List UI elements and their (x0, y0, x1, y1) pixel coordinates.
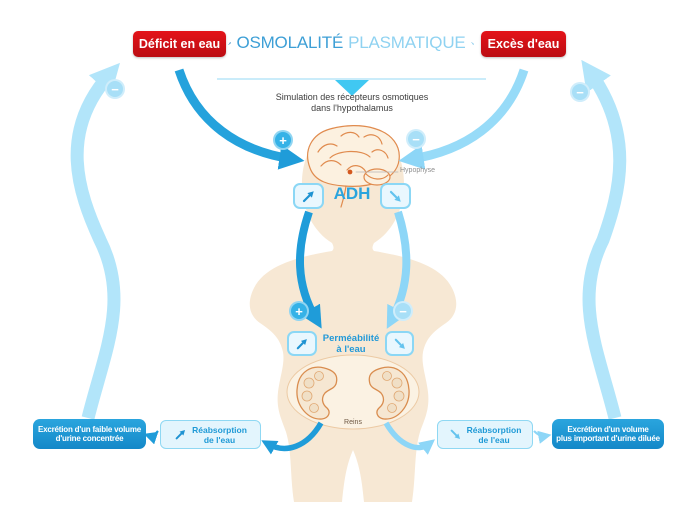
caption-line-2: dans l'hypothalamus (311, 103, 393, 113)
arrow-down-right-icon (389, 190, 401, 202)
hypophyse-label: Hypophyse (400, 167, 436, 174)
adh-label: ADH (333, 184, 371, 203)
minus-badge-feedback-right: − (570, 82, 590, 102)
kidneys-illustration (286, 354, 420, 430)
excretion-right-line-2: plus important d'urine diluée (556, 434, 660, 443)
permeability-decrease-box (385, 331, 414, 356)
hypophyse-dot (347, 169, 353, 175)
reabsorption-left-line-1: Réabsorption (192, 424, 247, 435)
permeability-line-1: Perméabilité (322, 333, 380, 344)
reabsorption-to-excretion-right-arrow (533, 430, 552, 444)
minus-badge-osmoreceptor-right: − (406, 129, 426, 149)
arrow-down-right-icon (450, 429, 460, 440)
reabsorption-right-line-1: Réabsorption (466, 424, 522, 435)
excretion-diluted-box: Excrétion d'un volume plus important d'u… (552, 419, 664, 449)
title-down-triangle (335, 80, 369, 96)
water-deficit-box: Déficit en eau (133, 31, 226, 57)
permeability-line-2: à l'eau (336, 344, 366, 355)
adh-to-permeability-left-arrow (295, 210, 322, 329)
excretion-left-line-1: Excrétion d'un faible volume (38, 424, 141, 434)
excretion-left-line-2: d'urine concentrée (55, 434, 124, 443)
plus-badge-osmoreceptor-left: + (273, 130, 293, 150)
reabsorption-right-box: Réabsorption de l'eau (437, 420, 533, 449)
permeability-label: Perméabilité à l'eau (315, 333, 387, 355)
minus-badge-permeability-right: − (393, 301, 413, 321)
excretion-right-line-1: Excrétion d'un volume (567, 424, 649, 434)
feedback-loop-right-arrow (581, 59, 627, 420)
water-excess-box: Excès d'eau (481, 31, 566, 57)
reabsorption-left-box: Réabsorption de l'eau (160, 420, 261, 449)
title-word-plasmatique: PLASMATIQUE (348, 33, 466, 52)
osmoreceptor-caption: Simulation des récepteurs osmotiques dan… (247, 92, 457, 114)
arrow-up-right-icon (302, 190, 314, 202)
caption-line-1: Simulation des récepteurs osmotiques (275, 92, 429, 102)
stimulation-arrow-left (174, 68, 305, 170)
brain-illustration (307, 125, 400, 208)
trend-up-icon (228, 41, 231, 45)
minus-badge-feedback-left: − (105, 79, 125, 99)
plasma-osmolality-title: OSMOLALITÉ PLASMATIQUE (228, 28, 474, 58)
kidneys-label: Reins (344, 419, 362, 426)
arrow-down-right-icon (394, 338, 405, 349)
arrow-up-right-icon (296, 338, 307, 349)
kidney-to-reabsorption-right-arrow (383, 421, 436, 455)
adh-decrease-box (380, 183, 411, 209)
kidney-to-reabsorption-left-arrow (261, 421, 324, 455)
flow-arrows (70, 59, 627, 455)
reabsorption-right-line-2: de l'eau (478, 434, 510, 445)
title-word-osmolalite: OSMOLALITÉ (236, 33, 344, 52)
inhibition-arrow-right (398, 68, 529, 170)
permeability-increase-box (287, 331, 317, 356)
arrow-up-right-icon (175, 429, 186, 440)
reabsorption-left-line-2: de l'eau (203, 434, 236, 445)
feedback-loop-left-arrow (70, 62, 121, 420)
plus-badge-permeability-left: + (289, 301, 309, 321)
trend-down-icon (470, 41, 474, 45)
reabsorption-to-excretion-left-arrow (143, 430, 159, 445)
adh-increase-box (293, 183, 324, 209)
excretion-concentrated-box: Excrétion d'un faible volume d'urine con… (33, 419, 146, 449)
